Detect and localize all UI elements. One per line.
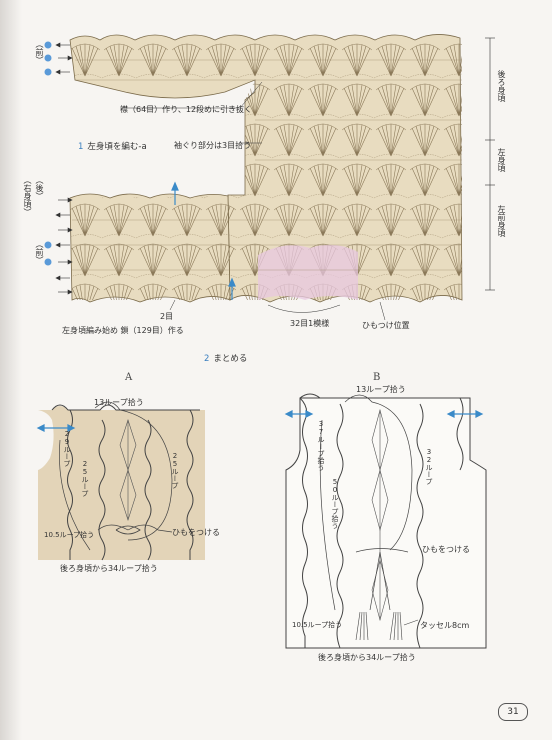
- panel-a-bottom-label: 後ろ身頃から34ループ拾う: [60, 564, 158, 573]
- section-title-text: 左身頃を編む-a: [87, 142, 147, 152]
- panel-b-bottom-label: 後ろ身頃から34ループ拾う: [318, 653, 416, 662]
- panel-b-tie-label: ひもをつける: [422, 545, 470, 554]
- right-label-left-front: 左前身頃: [497, 205, 506, 237]
- panel-a-letter: A: [125, 372, 133, 383]
- panel-b-outline: [285, 397, 487, 649]
- panel-a-left-loops-2: 25ループ: [81, 460, 89, 497]
- right-label-left-body: 左身頃: [497, 148, 506, 172]
- armhole-note: 袖ぐり部分は3目拾う: [174, 141, 252, 150]
- panel-a-tie-label: ひもをつける: [172, 528, 220, 537]
- work-direction-arrows: [171, 181, 236, 300]
- panel-a-right-loops: 25ループ: [171, 452, 179, 489]
- neck-note: 襟（64目）作り、12段めに引き抜く: [120, 105, 253, 114]
- repeat-label: 32目1模様: [290, 319, 330, 328]
- side-label-back: （後）: [35, 176, 44, 200]
- panel-a-top-loops: 13ループ拾う: [94, 398, 144, 407]
- cast-on-note: 左身頃編み始め 鎖（129目）作る: [62, 326, 184, 335]
- page-number: 31: [498, 703, 528, 721]
- panel-b-tassel-label: タッセル8cm: [420, 621, 470, 630]
- two-stitch-label: 2目: [160, 312, 174, 321]
- panel-b-letter: B: [373, 372, 381, 383]
- right-label-back-body: 後ろ身頃: [497, 70, 506, 102]
- panel-b-bottom-left: 10.5ループ拾う: [292, 621, 343, 629]
- side-label-right-body: （右身頃）: [23, 176, 32, 216]
- panel-a-bottom-left: 10.5ループ拾う: [44, 531, 95, 539]
- side-label-front-bottom: （前）: [35, 240, 44, 264]
- section-number: 1: [78, 142, 84, 152]
- pattern-repeat-highlight: [258, 244, 358, 300]
- row-direction-arrows-left: [55, 42, 73, 295]
- side-label-front-top: （前）: [35, 40, 44, 64]
- panel-b-right-loops: 32ループ: [425, 448, 433, 485]
- panel-a-left-loops-1: 29ループ: [63, 430, 71, 467]
- page-gutter-shadow: [0, 0, 22, 740]
- section-number: 2: [204, 354, 210, 364]
- tie-position-label: ひもつけ位置: [362, 321, 410, 330]
- panel-b-mid-loops: 50ループ拾う: [331, 478, 339, 529]
- panel-b-left-loops: 37ループ拾う: [317, 420, 325, 471]
- panel-b-top-loops: 13ループ拾う: [356, 385, 406, 394]
- section-title-text: まとめる: [213, 354, 248, 364]
